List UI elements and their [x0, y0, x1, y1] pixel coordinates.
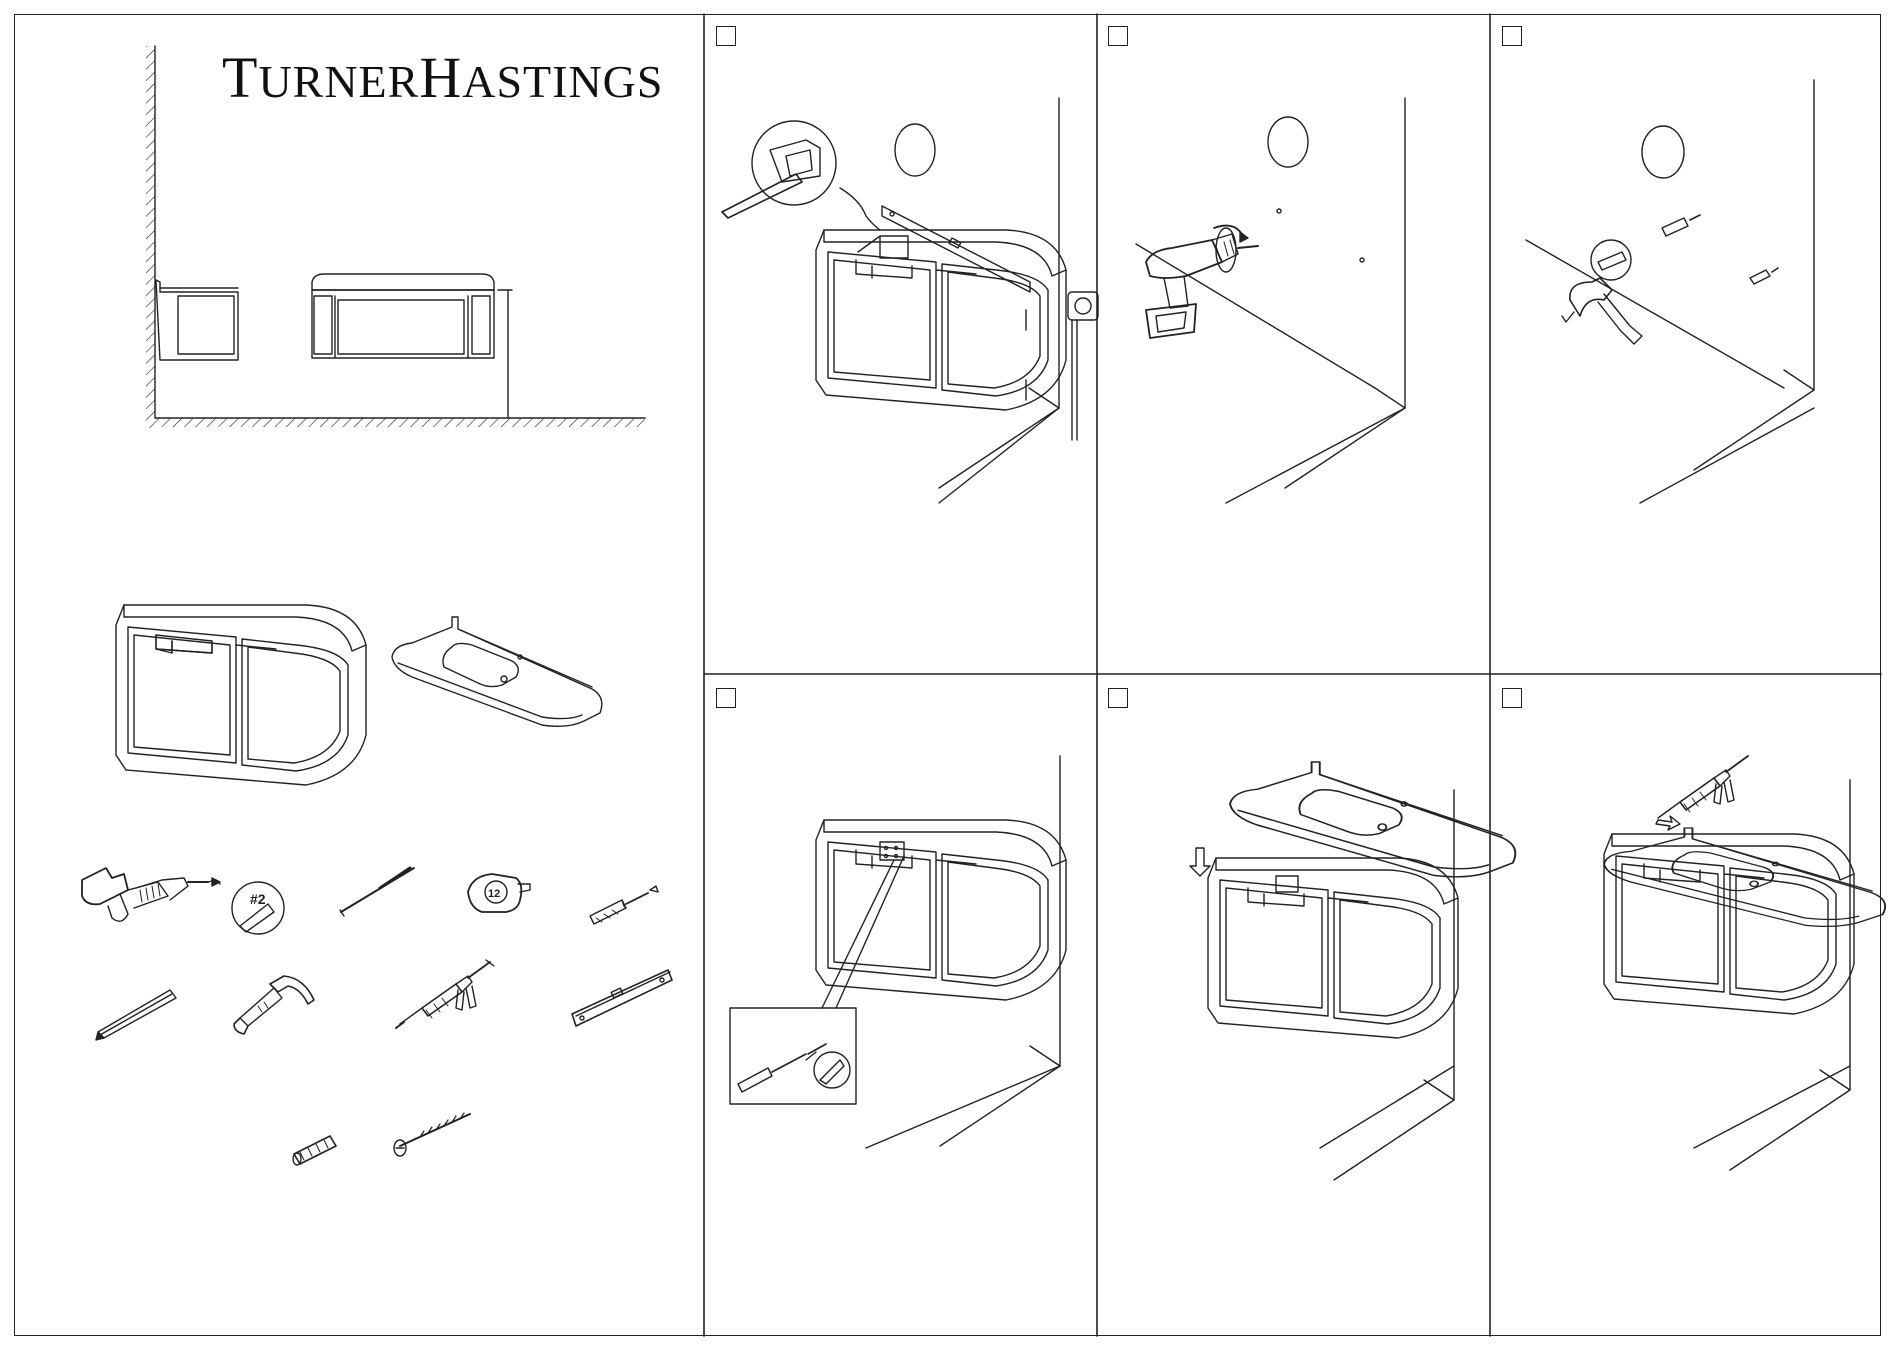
drill-bit-icon [340, 868, 414, 916]
wall-plug-icon [293, 1136, 336, 1165]
countertop-product-view [392, 617, 602, 726]
drill-icon [82, 868, 220, 921]
screwdriver-icon [590, 886, 658, 924]
caulking-gun-icon [396, 960, 494, 1028]
tape-measure-icon: 12 [468, 874, 530, 912]
step-2-illustration [1136, 98, 1405, 503]
step-3-illustration [1526, 80, 1814, 503]
cabinet-product-view [116, 605, 366, 785]
svg-text:12: 12 [488, 888, 500, 900]
svg-text:#2: #2 [250, 891, 266, 907]
drill-bit-badge: #2 [232, 882, 284, 934]
drill-icon [1146, 226, 1258, 338]
pencil-icon [96, 990, 176, 1040]
screwdriver-icon [738, 1044, 826, 1092]
step-4-illustration [730, 756, 1066, 1148]
step-6-illustration [1604, 756, 1885, 1170]
step-5-illustration [1190, 762, 1515, 1180]
caulking-gun-icon [1658, 756, 1748, 818]
spirit-level-icon [572, 970, 672, 1026]
elevation-diagram [146, 46, 645, 428]
step-1-illustration [722, 98, 1098, 503]
hammer-icon [234, 976, 314, 1034]
screw-icon [394, 1113, 470, 1156]
